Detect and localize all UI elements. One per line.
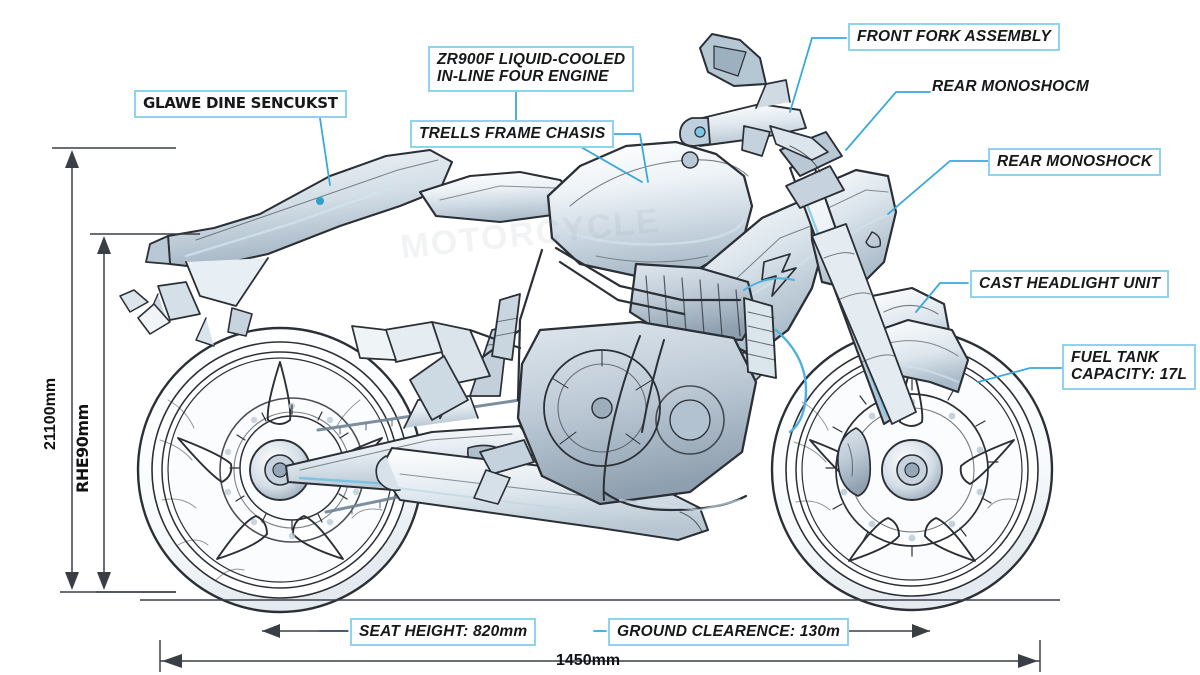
- callout-headlight[interactable]: CAST HEADLIGHT UNIT: [970, 270, 1170, 299]
- callout-ground-clearance[interactable]: GROUND CLEARENCE: 130m: [608, 618, 850, 647]
- callout-glawe-dine-sencukst[interactable]: GLAWE DINE SENCUKST: [134, 90, 347, 118]
- front-fork-assembly: [779, 131, 917, 426]
- callout-rear-monoshocm[interactable]: REAR MONOSHOCM: [932, 78, 1089, 95]
- leader-headlight: [915, 282, 969, 313]
- dimension-overall-height: 21100mm: [42, 377, 59, 450]
- trellis-frame: [351, 246, 808, 505]
- callout-frame[interactable]: TRELLS FRAME CHASIS: [410, 120, 615, 149]
- tail-section: [119, 148, 454, 347]
- callout-engine[interactable]: ZR900F LIQUID-COOLED IN-LINE FOUR ENGINE: [428, 46, 635, 92]
- dimension-secondary-height: RHE90mm: [73, 404, 92, 493]
- callout-seat-height[interactable]: SEAT HEIGHT: 820mm: [350, 618, 537, 647]
- callout-fuel-tank[interactable]: FUEL TANK CAPACITY: 17L: [1062, 344, 1196, 390]
- dimension-overall-length: 1450mm: [556, 652, 621, 669]
- front-wheel: [770, 328, 1054, 612]
- rear-shock: [491, 293, 521, 361]
- callout-rear-monoshock[interactable]: REAR MONOSHOCK: [988, 148, 1162, 177]
- leader-fuel-tank: [977, 367, 1063, 383]
- fuel-tank-body: [546, 140, 754, 278]
- callout-front-fork[interactable]: FRONT FORK ASSEMBLY: [848, 23, 1061, 52]
- engine-block: [516, 262, 758, 512]
- handlebar-controls: [679, 33, 829, 173]
- leader-rear-monoshocm: [845, 91, 931, 151]
- leader-front-fork: [789, 37, 847, 113]
- leader-rear-monoshock: [887, 160, 991, 215]
